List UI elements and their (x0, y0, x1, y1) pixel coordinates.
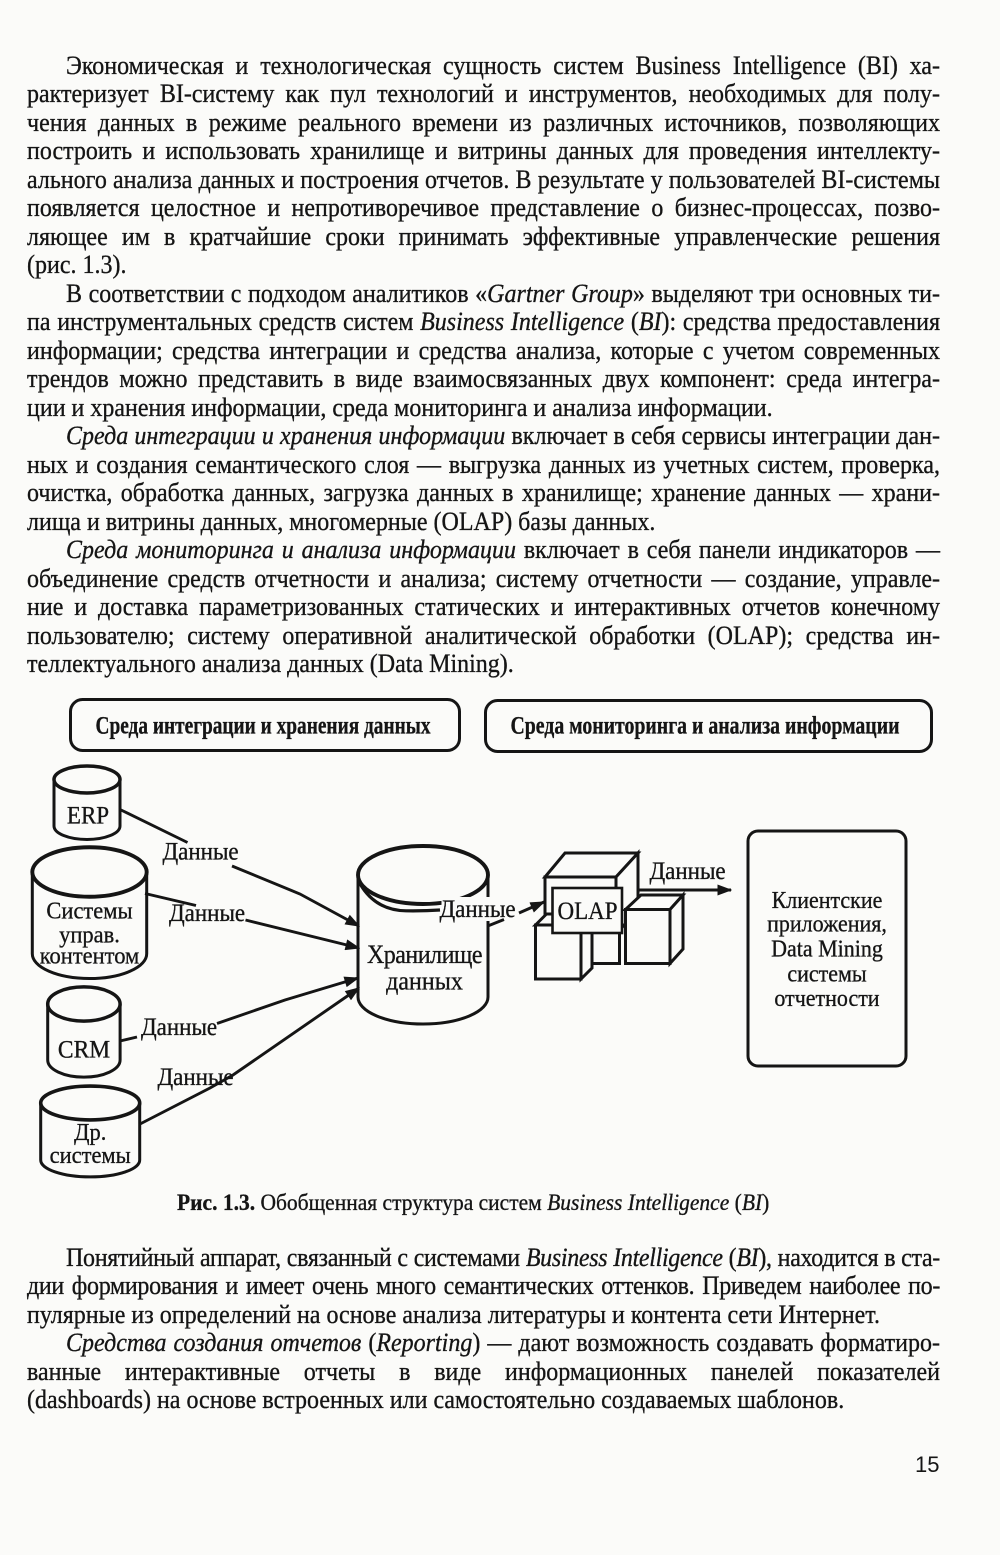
svg-text:Др.: Др. (74, 1119, 106, 1146)
svg-text:OLAP: OLAP (557, 897, 617, 925)
svg-text:Данные: Данные (141, 1013, 217, 1041)
svg-text:системы: системы (50, 1142, 131, 1169)
svg-text:Data Mining: Data Mining (771, 936, 883, 963)
svg-text:CRM: CRM (58, 1036, 110, 1064)
svg-text:Данные: Данные (650, 857, 726, 885)
svg-text:Данные: Данные (440, 895, 516, 923)
svg-text:Данные: Данные (158, 1063, 234, 1091)
svg-text:системы: системы (787, 961, 866, 988)
svg-text:Данные: Данные (169, 899, 245, 927)
svg-text:Хранилище: Хранилище (367, 941, 482, 969)
svg-text:управ.: управ. (59, 922, 120, 949)
svg-text:ERP: ERP (67, 802, 109, 830)
svg-text:Среда интеграции и хранения да: Среда интеграции и хранения данных (96, 712, 432, 740)
svg-text:Клиентские: Клиентские (772, 887, 883, 914)
svg-text:контентом: контентом (40, 943, 140, 970)
svg-text:Данные: Данные (163, 838, 239, 866)
svg-text:данных: данных (386, 968, 463, 996)
svg-text:отчетности: отчетности (774, 985, 879, 1012)
svg-text:Системы: Системы (46, 898, 132, 925)
svg-text:Среда мониторинга и анализа ин: Среда мониторинга и анализа информации (511, 712, 900, 740)
svg-text:приложения,: приложения, (767, 911, 887, 938)
